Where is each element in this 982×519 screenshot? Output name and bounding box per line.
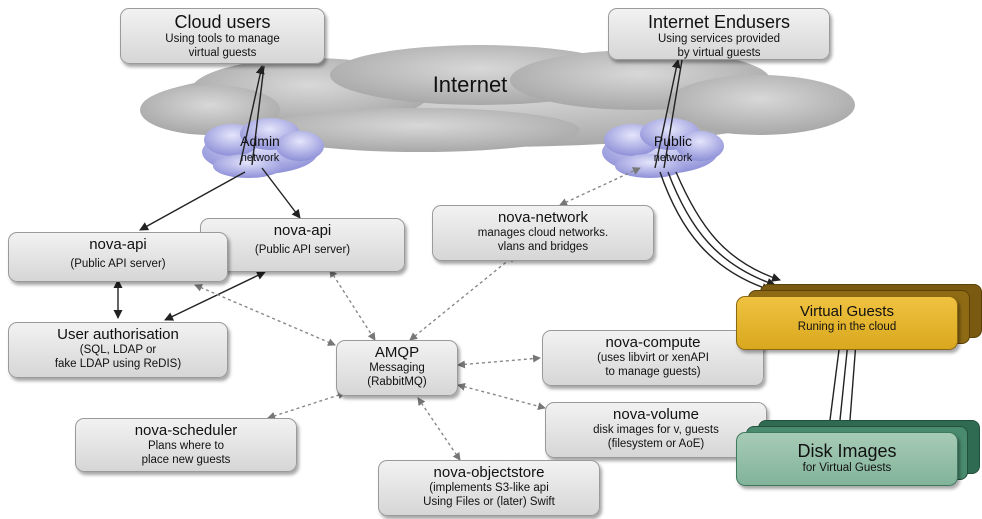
admin-sub: network	[240, 152, 280, 164]
user-auth-line-2: fake LDAP using ReDIS)	[54, 358, 182, 370]
nova-volume-box: nova-volume disk images for v, guests (f…	[545, 402, 767, 458]
nova-objectstore-box: nova-objectstore (implements S3-like api…	[378, 460, 600, 516]
public-to-virtual-guests-3	[675, 171, 781, 282]
virtual-guests-box: Virtual Guests Runing in the cloud	[736, 296, 958, 350]
virtual-guests-to-disk-images-1	[829, 341, 841, 421]
nova-api-mid-to-admin	[261, 167, 301, 219]
admin-to-cloud-users-1	[239, 65, 265, 166]
admin-to-cloud-users-2	[251, 65, 265, 166]
amqp-to-nova-compute	[457, 354, 541, 369]
nova-compute-box: nova-compute (uses libvirt or xenAPI to …	[542, 330, 764, 386]
nova-scheduler-box: nova-scheduler Plans where to place new …	[75, 418, 297, 472]
nova-compute-line-2: to manage guests)	[605, 366, 701, 378]
cloud-users-title: Cloud users	[174, 12, 271, 32]
nova-api-left-to-admin	[139, 171, 246, 231]
nova-objectstore-title: nova-objectstore	[433, 464, 545, 481]
virtual-guests-to-disk-images-3	[849, 341, 857, 421]
amqp-line-2: (RabbitMQ)	[367, 376, 427, 388]
nova-scheduler-title: nova-scheduler	[134, 422, 238, 439]
public-network-label: Public network	[633, 133, 713, 164]
nova-api-mid-box: nova-api (Public API server)	[200, 218, 405, 272]
amqp-title: AMQP	[374, 344, 420, 361]
nova-api-left-box: nova-api (Public API server)	[8, 232, 228, 282]
nova-volume-line-1: disk images for v, guests	[593, 424, 719, 436]
internet-cloud	[140, 45, 855, 152]
cloud-users-box: Cloud users Using tools to manage virtua…	[120, 8, 325, 64]
nova-volume-line-2: (filesystem or AoE)	[607, 438, 705, 450]
disk-images-title: Disk Images	[797, 441, 897, 461]
internet-endusers-title: Internet Endusers	[647, 12, 791, 32]
virtual-guests-to-disk-images-2	[839, 341, 849, 421]
public-title: Public	[653, 133, 693, 149]
admin-network-label: Admin network	[222, 133, 298, 164]
nova-api-left-to-amqp	[194, 284, 336, 346]
internet-label: Internet	[432, 72, 508, 97]
nova-api-left-title: nova-api	[89, 236, 147, 253]
nova-objectstore-line-1: (implements S3-like api	[429, 482, 549, 494]
nova-scheduler-line-1: Plans where to	[147, 440, 225, 452]
internet-endusers-box: Internet Endusers Using services provide…	[608, 8, 830, 60]
nova-api-mid-to-amqp	[329, 269, 376, 341]
public-to-endusers-1	[654, 59, 681, 169]
nova-network-box: nova-network manages cloud networks. vla…	[432, 205, 654, 261]
user-auth-title: User authorisation	[57, 326, 179, 343]
admin-title: Admin	[240, 133, 280, 149]
amqp-line-1: Messaging	[369, 362, 425, 374]
user-authorisation-box: User authorisation (SQL, LDAP or fake LD…	[8, 322, 228, 378]
disk-images-box: Disk Images for Virtual Guests	[736, 432, 958, 486]
nova-scheduler-line-2: place new guests	[141, 454, 231, 466]
amqp-to-nova-objectstore	[417, 397, 461, 461]
nova-api-mid-title: nova-api	[273, 222, 332, 239]
public-sub: network	[653, 152, 693, 164]
amqp-to-nova-volume	[457, 382, 546, 411]
amqp-box: AMQP Messaging (RabbitMQ)	[336, 340, 458, 396]
nova-network-to-amqp	[409, 254, 516, 341]
dotted-connectors	[194, 167, 641, 461]
public-to-virtual-guests-1	[659, 171, 771, 292]
disk-images-line-1: for Virtual Guests	[802, 462, 892, 474]
nova-network-to-public	[559, 167, 641, 206]
cloud-users-line-2: virtual guests	[188, 47, 257, 59]
public-network-cloud	[602, 118, 724, 178]
nova-network-line-1: manages cloud networks.	[477, 227, 609, 239]
internet-endusers-line-2: by virtual guests	[677, 47, 761, 59]
virtual-guests-title: Virtual Guests	[800, 303, 894, 320]
nova-api-left-line-1: (Public API server)	[70, 258, 166, 270]
cloud-users-line-1: Using tools to manage	[165, 33, 280, 45]
public-to-endusers-2	[663, 59, 683, 169]
public-to-virtual-guests-2	[667, 171, 776, 287]
nova-network-line-2: vlans and bridges	[497, 241, 589, 253]
nova-compute-title: nova-compute	[605, 334, 701, 351]
internet-endusers-line-1: Using services provided	[657, 33, 781, 45]
nova-objectstore-line-2: Using Files or (later) Swift	[423, 496, 555, 508]
amqp-to-nova-scheduler	[267, 391, 346, 420]
nova-api-mid-line-1: (Public API server)	[254, 244, 351, 256]
nova-network-title: nova-network	[497, 209, 589, 226]
nova-volume-title: nova-volume	[613, 406, 699, 423]
nova-compute-line-1: (uses libvirt or xenAPI	[597, 352, 709, 364]
user-auth-line-1: (SQL, LDAP or	[79, 344, 157, 356]
virtual-guests-line-1: Runing in the cloud	[797, 321, 897, 333]
admin-network-cloud	[202, 118, 324, 178]
